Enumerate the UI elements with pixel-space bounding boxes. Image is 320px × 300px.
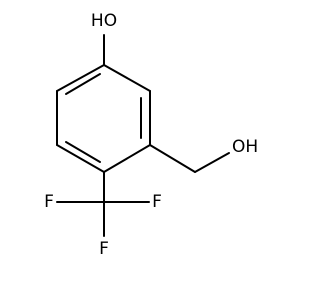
ring-bond-bottom-right — [103, 144, 151, 173]
ring-double-bond-bottom-left — [65, 141, 101, 163]
ch2-bond — [149, 144, 196, 173]
ring-bond-top-left — [56, 64, 105, 92]
fluorine-bottom-label: F — [99, 239, 109, 259]
phenol-hydroxyl-label: HO — [91, 11, 117, 31]
fluorine-right-label: F — [152, 192, 162, 212]
ring-double-bond-top-left — [65, 73, 101, 95]
fluorine-left-label: F — [44, 192, 54, 212]
hydroxymethyl-hydroxyl-label: OH — [232, 137, 258, 157]
hydroxymethyl-oh-bond — [194, 152, 230, 173]
ring-bond-bottom-left — [56, 144, 105, 173]
chemical-structure-diagram: HO OH F F F — [44, 11, 258, 259]
ring-bond-top-right — [103, 64, 151, 92]
structure-canvas: HO OH F F F — [44, 11, 258, 259]
